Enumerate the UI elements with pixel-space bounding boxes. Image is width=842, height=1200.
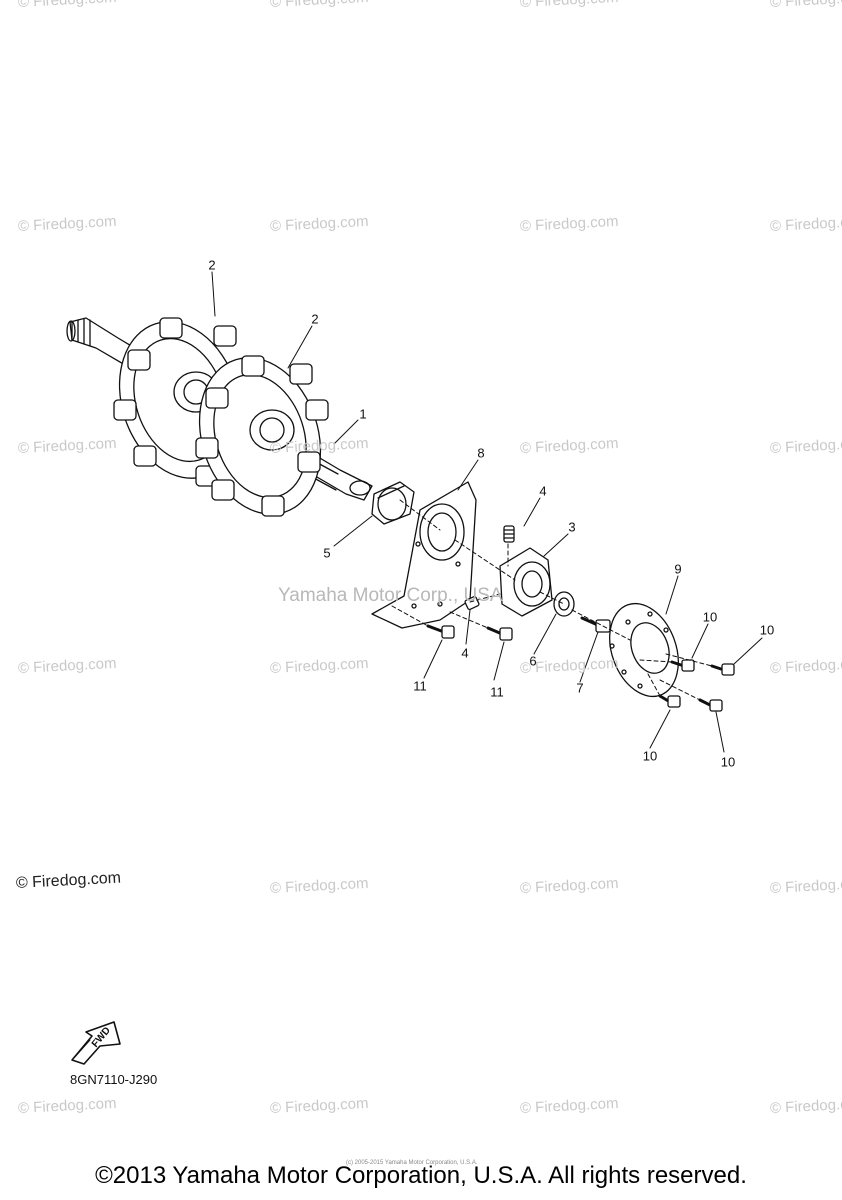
callout-7: 7 — [576, 680, 584, 696]
leader-lines — [211, 271, 763, 753]
callout-2b: 2 — [311, 311, 319, 327]
callout-3: 3 — [568, 519, 576, 535]
callout-9: 9 — [674, 561, 682, 577]
collar — [371, 481, 415, 525]
bolt-11 — [426, 624, 513, 641]
callout-8: 8 — [477, 445, 485, 461]
small-notice: (c) 2005-2015 Yamaha Motor Corporation, … — [346, 1160, 478, 1166]
callout-1: 1 — [359, 406, 367, 422]
callout-4b: 4 — [461, 645, 469, 661]
diagram-code: 8GN7110-J290 — [70, 1072, 158, 1087]
assembly-lines — [391, 499, 713, 701]
bearing-housing — [371, 481, 477, 629]
bolt-7 — [580, 616, 611, 633]
callout-2a: 2 — [208, 257, 216, 273]
bearing — [499, 547, 553, 617]
callout-10c: 10 — [642, 748, 658, 764]
set-screw — [464, 525, 515, 611]
callout-10b: 10 — [759, 622, 775, 638]
cover-plate — [609, 602, 679, 698]
callout-10d: 10 — [720, 754, 736, 770]
sprocket-right — [195, 355, 329, 517]
callout-6: 6 — [529, 653, 537, 669]
callout-10a: 10 — [702, 609, 718, 625]
fwd-arrow-icon — [71, 1021, 121, 1065]
callout-4a: 4 — [539, 483, 547, 499]
callout-11b: 11 — [490, 684, 504, 700]
callout-11a: 11 — [413, 678, 427, 694]
bushing — [553, 591, 575, 617]
bolt-10 — [658, 659, 735, 712]
copyright-notice: ©2013 Yamaha Motor Corporation, U.S.A. A… — [95, 1162, 747, 1189]
center-watermark: Yamaha Motor Corp., USA — [278, 585, 503, 606]
callout-5: 5 — [323, 545, 331, 561]
